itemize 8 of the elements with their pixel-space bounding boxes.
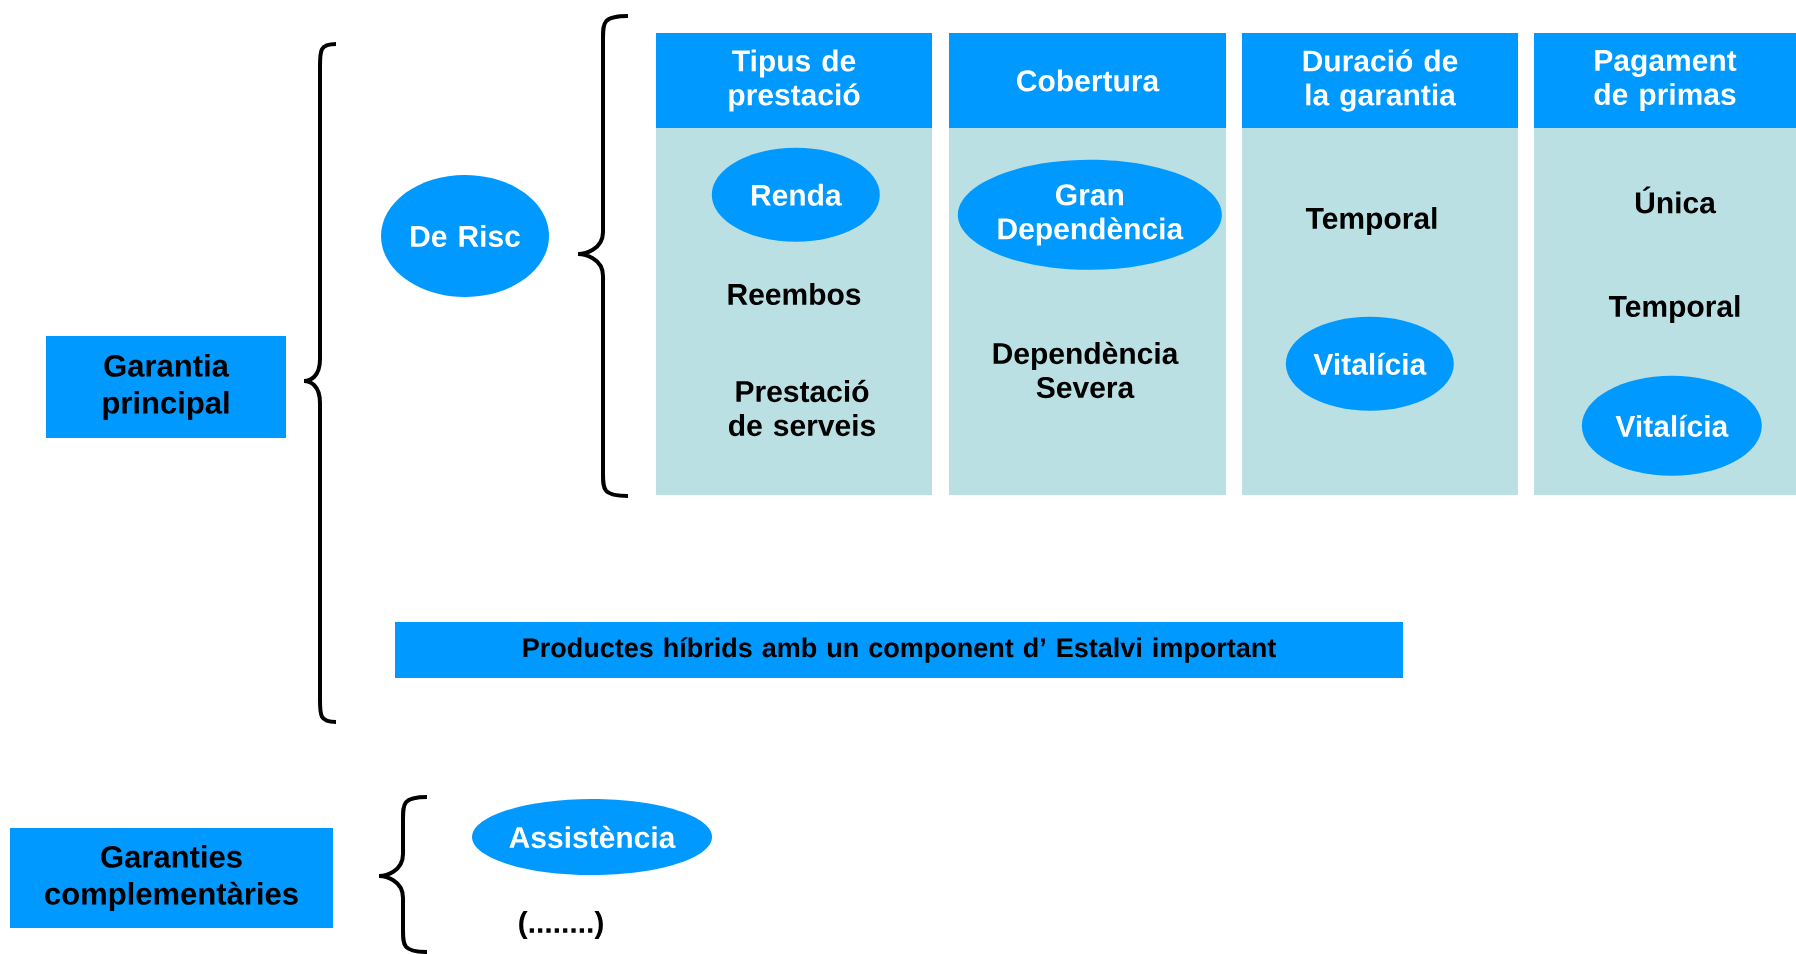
- category-box: Garanties complementàries: [10, 828, 333, 928]
- column-header: Pagament de primas: [1534, 33, 1796, 128]
- column-header: Cobertura: [949, 33, 1226, 128]
- column-header: Tipus de prestació: [656, 33, 932, 128]
- banner-box: Productes híbrids amb un component d’ Estalvi important: [395, 622, 1403, 678]
- ellipsis-text: (........): [519, 911, 603, 939]
- column-header: Duració de la garantia: [1242, 33, 1518, 128]
- category-box: Garantia principal: [46, 336, 286, 438]
